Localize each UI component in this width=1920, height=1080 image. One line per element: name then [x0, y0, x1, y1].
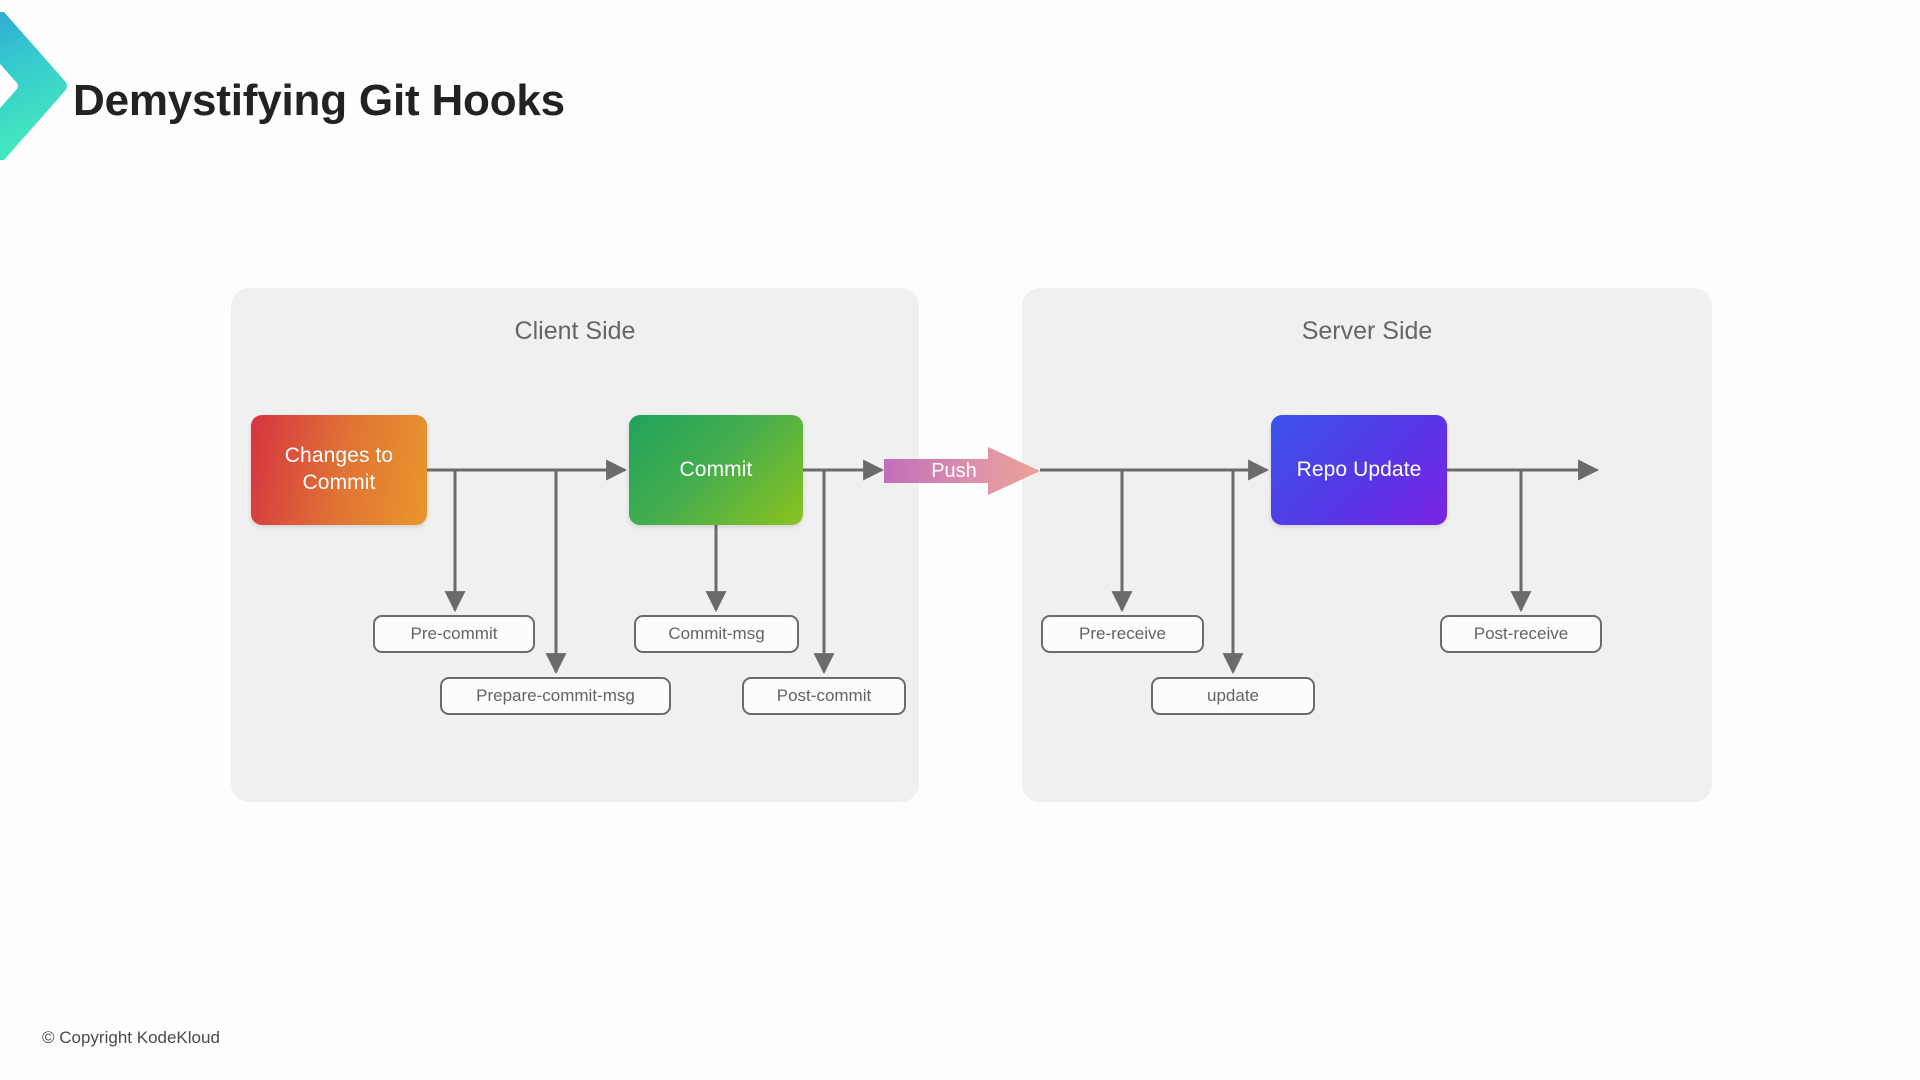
hook-post-receive-label: Post-receive	[1473, 624, 1569, 643]
node-repo-update[interactable]: Repo Update	[1271, 415, 1447, 525]
node-commit-label: Commit	[679, 457, 753, 481]
node-repo-update-label: Repo Update	[1296, 457, 1422, 481]
panel-client-side: Client Side	[231, 288, 919, 802]
node-commit[interactable]: Commit	[629, 415, 803, 525]
hook-prepare-commit-msg[interactable]: Prepare-commit-msg	[440, 677, 671, 715]
hook-commit-msg-label: Commit-msg	[668, 624, 765, 643]
hook-post-commit[interactable]: Post-commit	[742, 677, 906, 715]
push-arrow-icon[interactable]	[884, 447, 1040, 495]
panel-client-side-title: Client Side	[514, 317, 636, 345]
hook-commit-msg[interactable]: Commit-msg	[634, 615, 799, 653]
page-title: Demystifying Git Hooks	[73, 76, 565, 125]
panel-server-side: Server Side	[1022, 288, 1712, 802]
hook-post-commit-label: Post-commit	[776, 686, 872, 705]
hook-pre-receive-label: Pre-receive	[1079, 624, 1166, 643]
hook-pre-commit-label: Pre-commit	[410, 624, 498, 643]
brand-logo-icon	[0, 12, 67, 160]
hook-pre-receive[interactable]: Pre-receive	[1041, 615, 1204, 653]
hook-update[interactable]: update	[1151, 677, 1315, 715]
hook-pre-commit[interactable]: Pre-commit	[373, 615, 535, 653]
hook-prepare-commit-msg-label: Prepare-commit-msg	[476, 686, 635, 705]
footer-copyright: © Copyright KodeKloud	[42, 1028, 220, 1047]
panel-server-side-title: Server Side	[1301, 317, 1433, 345]
node-changes-to-commit-label: Changes to Commit	[284, 444, 394, 494]
hook-update-label: update	[1207, 686, 1259, 705]
node-changes-to-commit[interactable]: Changes to Commit	[251, 415, 427, 525]
hook-post-receive[interactable]: Post-receive	[1440, 615, 1602, 653]
